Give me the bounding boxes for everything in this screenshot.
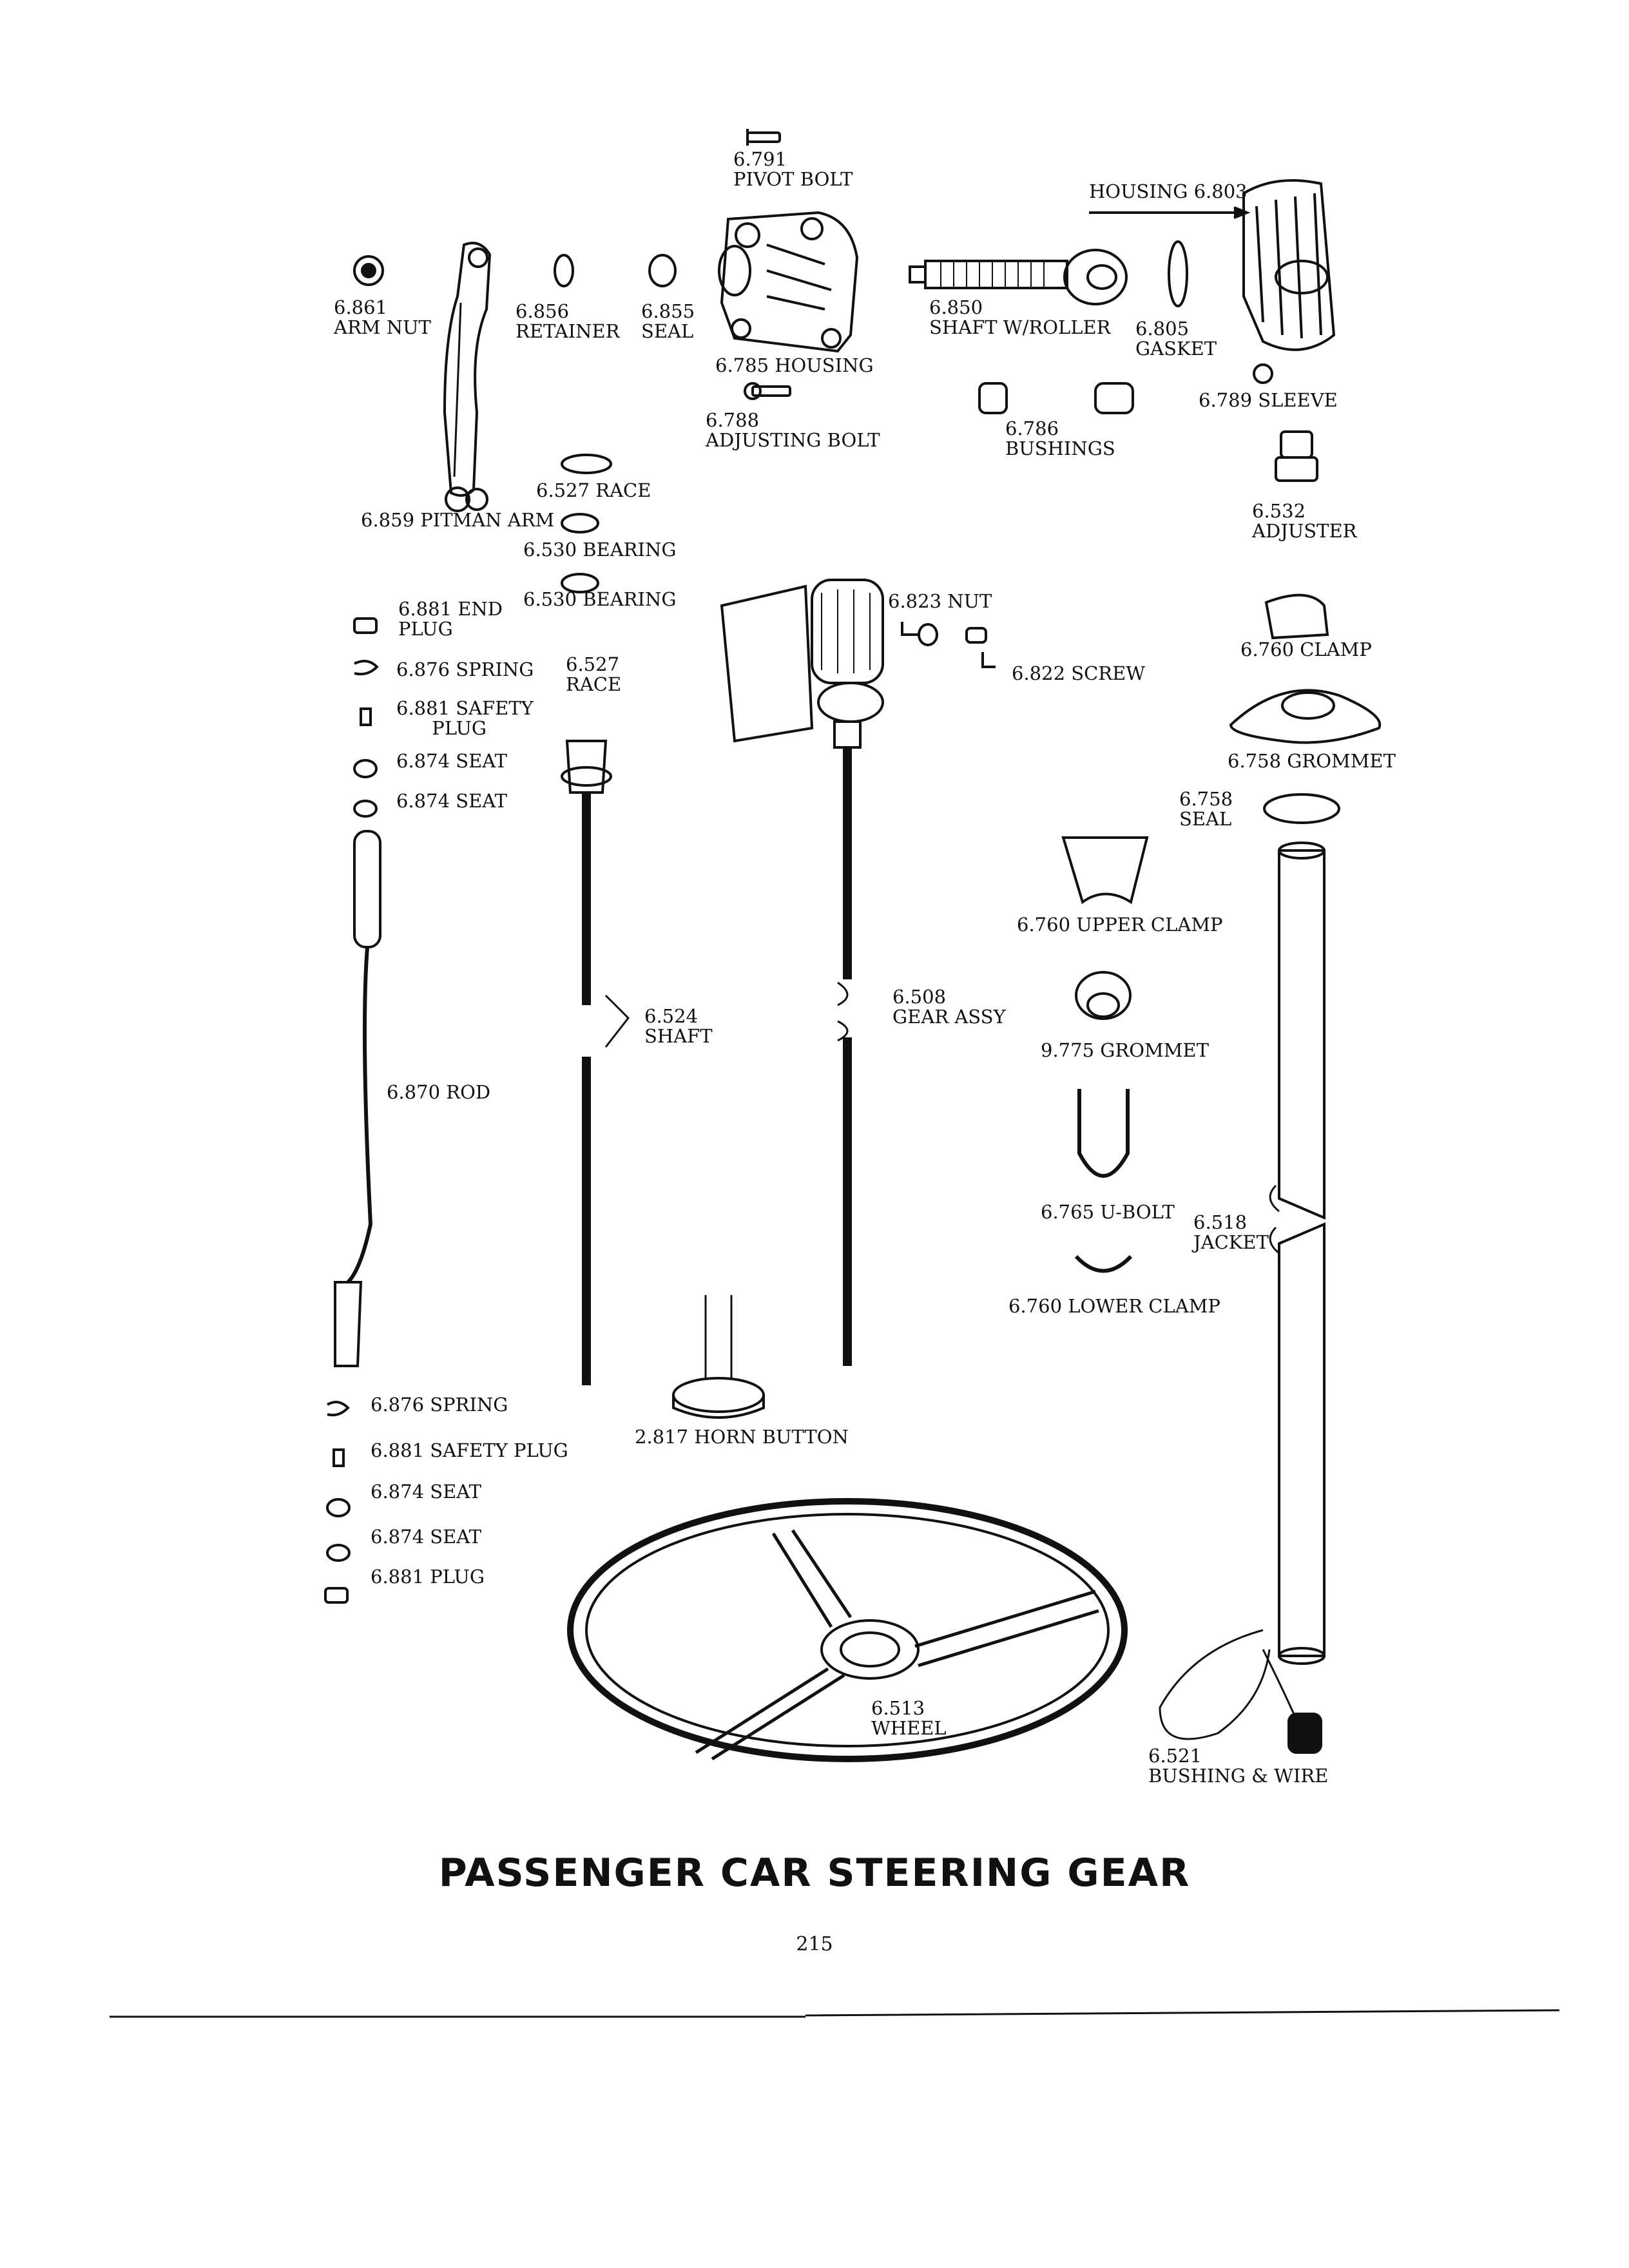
pivot-bolt-drawing	[746, 129, 781, 146]
grommet-9775-drawing	[1075, 971, 1132, 1020]
adjuster-drawing	[1275, 430, 1318, 482]
label-bearing-1: 6.530 BEARING	[523, 539, 677, 561]
label-seal-6758: 6.758 SEAL	[1179, 788, 1233, 830]
page-rule	[110, 2009, 1560, 2018]
label-lower-clamp: 6.760 LOWER CLAMP	[1008, 1295, 1220, 1317]
u-bolt-drawing	[1077, 1089, 1130, 1178]
label-nut-6823: 6.823 NUT	[888, 590, 992, 612]
grommet-6758-drawing	[1229, 689, 1382, 744]
label-screw-6822: 6.822 SCREW	[1012, 662, 1146, 684]
housing-6785-drawing	[718, 211, 859, 353]
label-pivot-bolt: 6.791 PIVOT BOLT	[733, 148, 853, 190]
label-wheel: 6.513 WHEEL	[871, 1697, 947, 1739]
bushings-drawing	[978, 382, 1134, 414]
label-seal: 6.855 SEAL	[641, 300, 695, 342]
horn-button-drawing	[672, 1295, 765, 1419]
upper-clamp-drawing	[1061, 836, 1149, 905]
lower-clamp-drawing	[1074, 1254, 1133, 1273]
nut-screw-drawing	[901, 622, 996, 668]
label-race-2: 6.527 RACE	[566, 653, 622, 695]
adjusting-bolt-drawing	[744, 382, 791, 400]
label-race-top: 6.527 RACE	[536, 479, 651, 501]
label-u-bolt: 6.765 U-BOLT	[1041, 1201, 1175, 1223]
label-spring-1: 6.876 SPRING	[396, 658, 534, 680]
label-arm-nut: 6.861 ARM NUT	[334, 296, 431, 338]
bearing-1-drawing	[561, 513, 599, 533]
label-seat-2: 6.874 SEAT	[396, 790, 507, 812]
shaft-roller-drawing	[909, 249, 1128, 305]
label-grommet-6758: 6.758 GROMMET	[1228, 750, 1396, 772]
label-upper-clamp: 6.760 UPPER CLAMP	[1017, 914, 1223, 936]
label-gasket: 6.805 GASKET	[1135, 318, 1217, 360]
label-seat-3: 6.874 SEAT	[371, 1481, 481, 1503]
arm-nut-drawing	[353, 255, 384, 286]
label-jacket: 6.518 JACKET	[1193, 1211, 1269, 1253]
label-safety-plug-2: 6.881 SAFETY PLUG	[371, 1439, 568, 1461]
label-housing-6785: 6.785 HOUSING	[715, 354, 874, 376]
sleeve-drawing	[1253, 363, 1273, 384]
race-top-drawing	[561, 454, 612, 474]
housing-6803-drawing	[1089, 179, 1336, 351]
label-seat-4: 6.874 SEAT	[371, 1526, 481, 1548]
label-bushings: 6.786 BUSHINGS	[1005, 418, 1115, 459]
jacket-drawing	[1269, 841, 1325, 1665]
label-gear-assy: 6.508 GEAR ASSY	[892, 986, 1006, 1028]
label-grommet-9775: 9.775 GROMMET	[1041, 1039, 1209, 1061]
pitman-arm-drawing	[443, 242, 492, 512]
label-shaft-6524: 6.524 SHAFT	[644, 1005, 713, 1047]
label-adjuster: 6.532 ADJUSTER	[1252, 500, 1357, 542]
label-sleeve: 6.789 SLEEVE	[1199, 389, 1338, 411]
label-seat-1: 6.874 SEAT	[396, 750, 507, 772]
label-retainer: 6.856 RETAINER	[516, 300, 620, 342]
clamp-drawing	[1264, 593, 1329, 640]
wheel-drawing	[567, 1498, 1128, 1762]
seal-6758-drawing	[1263, 793, 1340, 824]
bushing-wire-drawing	[1159, 1629, 1322, 1754]
rod-drawing	[334, 830, 381, 1367]
label-pitman-arm: 6.859 PITMAN ARM	[361, 509, 555, 531]
label-spring-2: 6.876 SPRING	[371, 1394, 508, 1416]
label-rod: 6.870 ROD	[387, 1081, 491, 1103]
label-shaft-roller: 6.850 SHAFT W/ROLLER	[929, 296, 1111, 338]
label-horn-button: 2.817 HORN BUTTON	[635, 1426, 849, 1448]
label-safety-plug-1: 6.881 SAFETY PLUG	[396, 697, 534, 739]
seal-drawing	[648, 254, 677, 287]
label-bushing-wire: 6.521 BUSHING & WIRE	[1148, 1745, 1329, 1787]
shaft-6524-drawing	[561, 740, 630, 1385]
label-bearing-2: 6.530 BEARING	[523, 588, 677, 610]
bearing-2-drawing	[561, 573, 599, 593]
page-number: 215	[796, 1933, 833, 1956]
label-adjusting-bolt: 6.788 ADJUSTING BOLT	[706, 409, 880, 451]
page-title: PASSENGER CAR STEERING GEAR	[438, 1850, 1191, 1896]
label-housing-6803: HOUSING 6.803	[1089, 180, 1248, 202]
small-parts-left-drawing	[324, 617, 379, 1604]
retainer-drawing	[554, 254, 574, 287]
gear-assy-drawing	[720, 579, 884, 1366]
label-plug: 6.881 PLUG	[371, 1566, 485, 1588]
label-end-plug: 6.881 END PLUG	[398, 598, 503, 640]
gasket-drawing	[1168, 240, 1188, 307]
label-clamp: 6.760 CLAMP	[1240, 639, 1372, 660]
